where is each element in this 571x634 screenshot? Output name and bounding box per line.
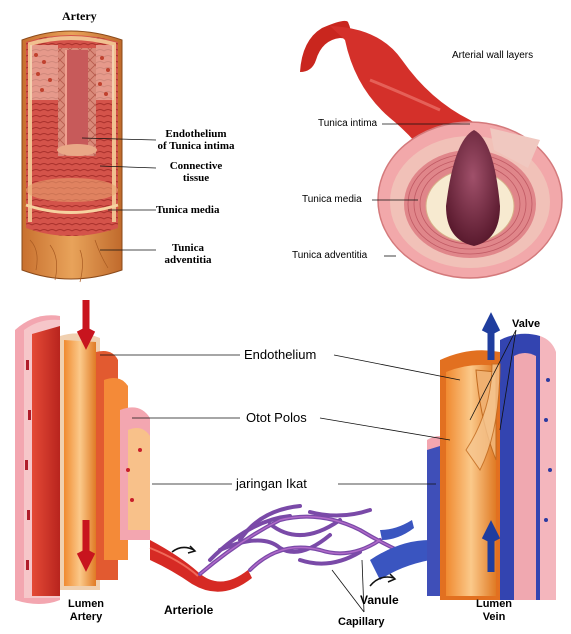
label-tunica-intima: Tunica intima [318, 118, 378, 129]
artery-cutaway-illustration [21, 30, 123, 283]
label-lumen-artery: Lumen Artery [67, 598, 105, 623]
label-arteriole: Arteriole [164, 603, 214, 617]
arterial-wall-title: Arterial wall layers [452, 50, 534, 61]
vessel-network-illustration [15, 300, 556, 604]
label-tunica-adventitia-artery: Tunica adventitia [164, 242, 212, 266]
label-endothelium-tunica-intima: Endothelium of Tunica intima [157, 128, 235, 152]
arterial-wall-illustration [300, 20, 563, 279]
artery-title: Artery [62, 9, 97, 23]
label-jaringan-ikat: jaringan Ikat [236, 476, 307, 491]
label-tunica-adventitia-wall: Tunica adventitia [292, 250, 368, 261]
label-connective-tissue: Connective tissue [169, 160, 223, 184]
leader-lines [81, 123, 517, 613]
label-tunica-media-artery: Tunica media [156, 204, 220, 216]
label-valve: Valve [512, 318, 541, 330]
label-otot-polos: Otot Polos [246, 410, 307, 425]
label-lumen-vein: Lumen Vein [475, 598, 513, 623]
label-endothelium: Endothelium [244, 347, 317, 362]
label-tunica-media-wall: Tunica media [302, 194, 362, 205]
label-capillary: Capillary [338, 616, 385, 628]
label-vanule: Vanule [360, 593, 399, 607]
